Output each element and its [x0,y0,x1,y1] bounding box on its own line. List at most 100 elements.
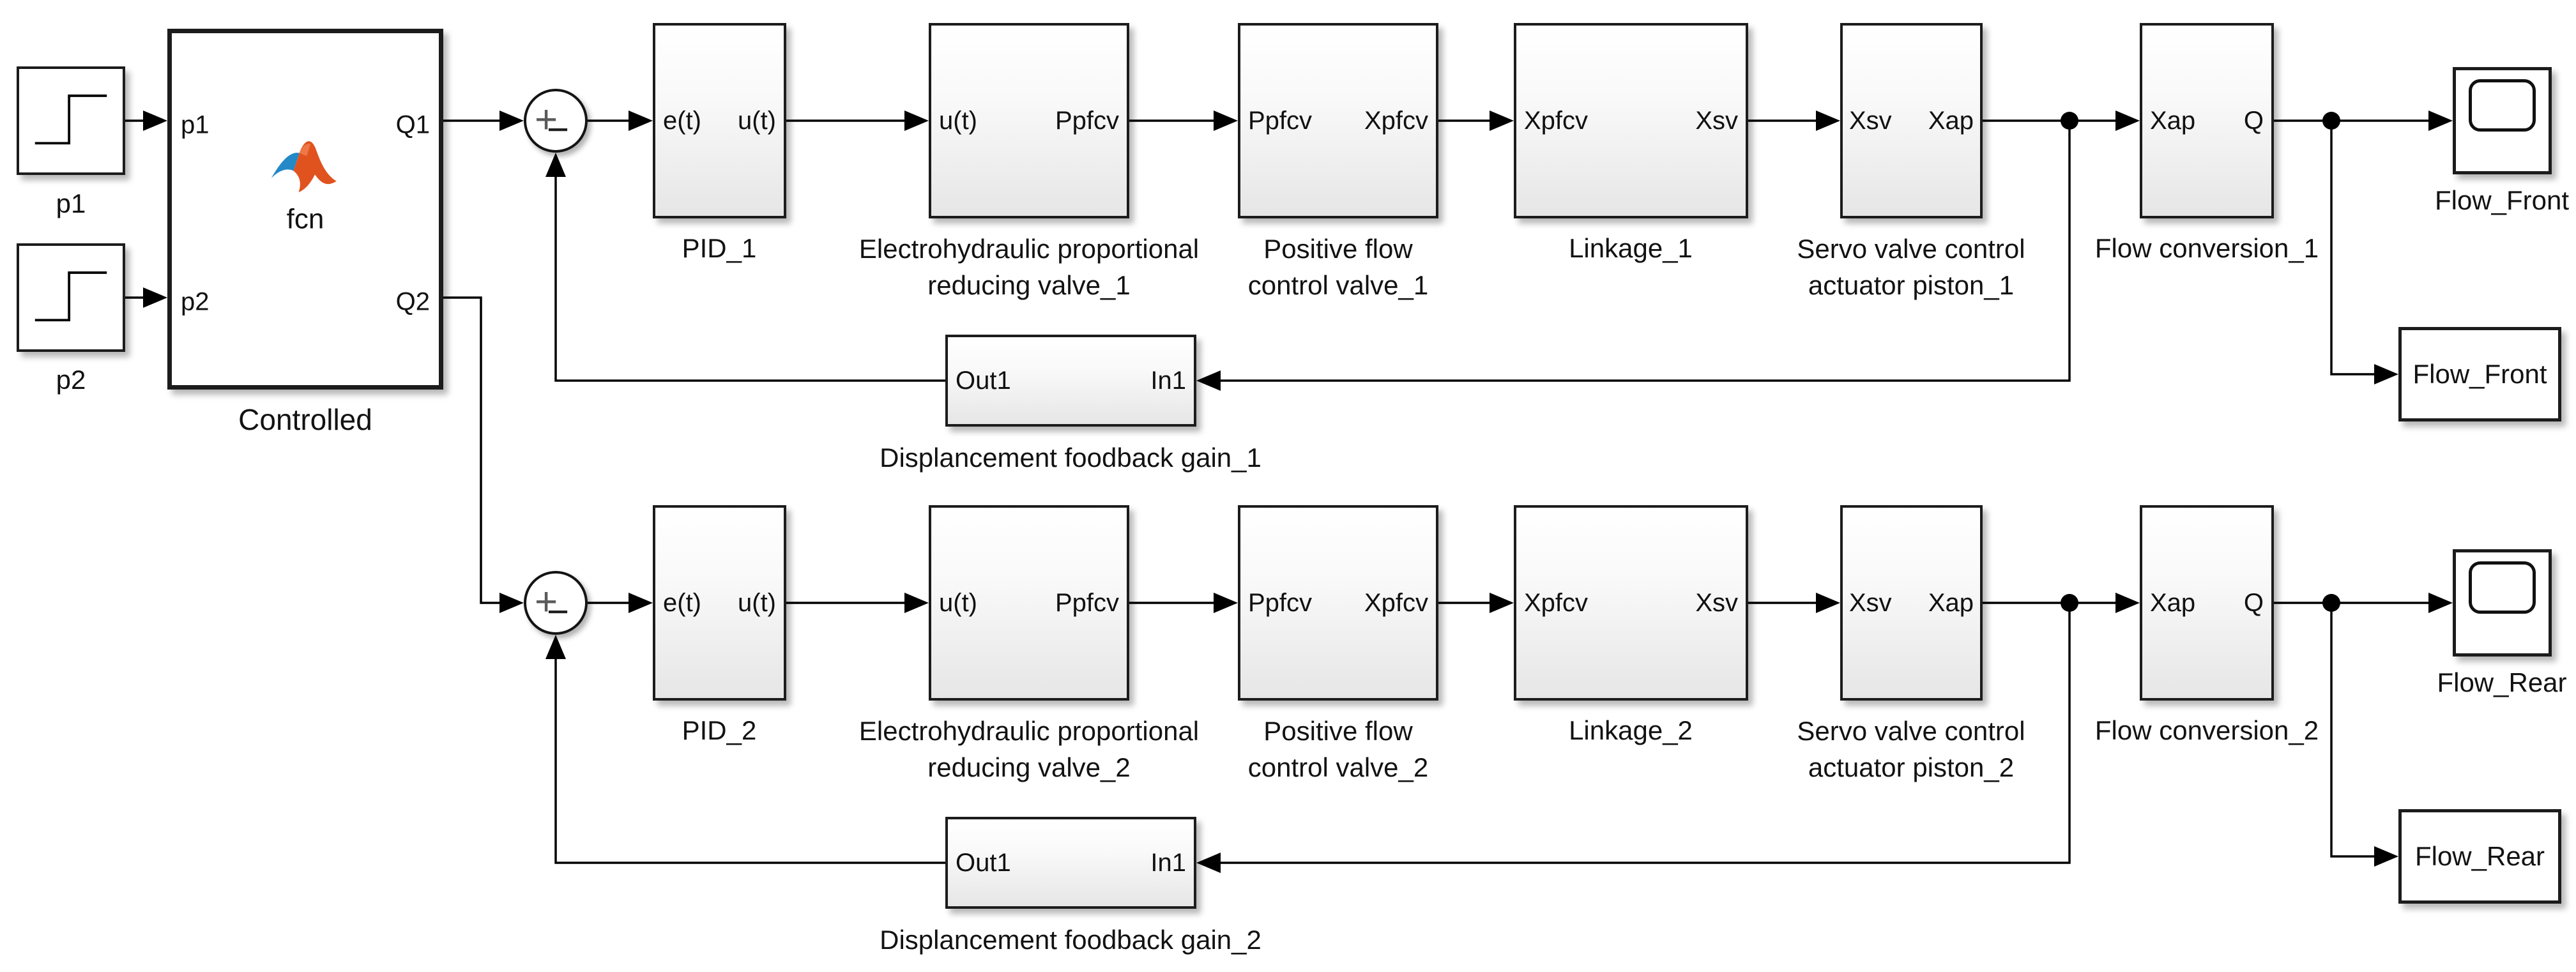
port-label-in: Ppfcv [1248,588,1313,617]
step-source-p1-block[interactable] [17,66,125,175]
scope-flow-front-block[interactable] [2453,67,2552,174]
subsystem-feedback-gain-2[interactable]: Out1 In1 [945,817,1196,909]
block-label-servo-1[interactable]: Servo valve control actuator piston_1 [1719,231,2103,303]
subsystem-servo-2[interactable]: Xsv Xap [1840,505,1983,701]
block-label-servo-2[interactable]: Servo valve control actuator piston_2 [1719,713,2103,786]
wire-p1-to-controlled[interactable] [125,110,167,131]
sum-plus-sign: + [535,98,558,142]
port-label-in: In1 [1150,848,1186,877]
block-label-flow-valve-2[interactable]: Positive flow control valve_2 [1178,713,1498,786]
block-label-linkage-2[interactable]: Linkage_2 [1569,715,1693,745]
sum-junction-1[interactable]: + − [524,89,588,153]
block-label-flow-conversion-2[interactable]: Flow conversion_2 [2094,715,2319,745]
block-label-scope-flow-rear[interactable]: Flow_Rear [2437,667,2567,697]
port-label-out: Xsv [1695,106,1738,135]
block-label-flow-conversion-1[interactable]: Flow conversion_1 [2094,233,2319,263]
block-label-scope-flow-front[interactable]: Flow_Front [2434,185,2570,215]
block-label-pid-2[interactable]: PID_2 [682,715,757,745]
subsystem-flow-valve-1[interactable]: Ppfcv Xpfcv [1238,23,1438,218]
wire-linkage2-to-servo2[interactable] [1748,593,1840,613]
wire-gain2-to-sum2[interactable] [545,635,945,864]
sink-flow-rear-block[interactable]: Flow_Rear [2398,809,2561,904]
wire-q2-to-sum2[interactable] [443,296,524,613]
block-label-p2[interactable]: p2 [56,365,86,395]
port-label-out: Q1 [395,110,430,139]
port-label-out: Xsv [1695,588,1738,617]
wire-linkage1-to-servo1[interactable] [1748,110,1840,131]
port-label-out: Ppfcv [1055,106,1119,135]
port-label-in: u(t) [939,588,977,617]
wire-feedback-tap1-to-gain1[interactable] [1196,121,2071,391]
port-label-in: In1 [1150,366,1186,395]
port-label-in: e(t) [663,106,701,135]
wire-pid2-to-reducing-valve2[interactable] [786,593,929,613]
wire-feedback-tap2-to-gain2[interactable] [1196,603,2071,873]
port-label-out: Out1 [956,366,1011,395]
wire-gain1-to-sum1[interactable] [545,153,945,382]
scope-flow-rear-block[interactable] [2453,549,2552,657]
subsystem-linkage-1[interactable]: Xpfcv Xsv [1514,23,1748,218]
sum-plus-sign: + [535,580,558,625]
wire-reducing-valve2-to-flow-valve2[interactable] [1129,593,1238,613]
block-label-feedback-gain-1[interactable]: Displancement foodback gain_1 [880,443,1261,473]
subsystem-flow-conversion-2[interactable]: Xap Q [2140,505,2274,701]
subsystem-servo-1[interactable]: Xsv Xap [1840,23,1983,218]
subsystem-flow-conversion-1[interactable]: Xap Q [2140,23,2274,218]
wire-q1-to-sum1[interactable] [443,110,524,131]
block-label-p1[interactable]: p1 [56,188,86,218]
subsystem-pid-2[interactable]: e(t) u(t) [653,505,786,701]
wire-sum1-to-pid1[interactable] [588,110,653,131]
label-line: reducing valve_1 [927,270,1131,300]
sink-label: Flow_Front [2412,359,2547,389]
wire-flow-valve1-to-linkage1[interactable] [1438,110,1514,131]
port-label-out: Q [2243,106,2264,135]
port-label-out: Xap [1928,106,1974,135]
wire-q-branch1-to-sink1[interactable] [2330,121,2398,384]
block-label-feedback-gain-2[interactable]: Displancement foodback gain_2 [880,925,1261,955]
subsystem-feedback-gain-1[interactable]: Out1 In1 [945,335,1196,427]
label-line: Electrohydraulic proportional [858,234,1200,264]
subsystem-reducing-valve-1[interactable]: u(t) Ppfcv [929,23,1129,218]
port-label-in: Ppfcv [1248,106,1313,135]
label-line: Electrohydraulic proportional [858,716,1200,746]
wire-servo2-to-flow-conversion2[interactable] [1983,593,2140,613]
controlled-function-block[interactable]: p1 p2 Q1 Q2 fcn [167,29,443,390]
port-label-out: Out1 [956,848,1011,877]
wire-reducing-valve1-to-flow-valve1[interactable] [1129,110,1238,131]
port-label-in: u(t) [939,106,977,135]
subsystem-linkage-2[interactable]: Xpfcv Xsv [1514,505,1748,701]
port-label-out: Xap [1928,588,1974,617]
fcn-caption: fcn [286,203,324,235]
sum-minus-sign: − [546,590,570,633]
port-label-out: Ppfcv [1055,588,1119,617]
label-line: Positive flow [1263,234,1413,264]
label-line: control valve_1 [1247,270,1429,300]
wire-p2-to-controlled[interactable] [125,287,167,308]
block-label-linkage-1[interactable]: Linkage_1 [1569,233,1693,263]
block-label-reducing-valve-1[interactable]: Electrohydraulic proportional reducing v… [805,231,1253,303]
sum-junction-2[interactable]: + − [524,571,588,635]
wire-servo1-to-flow-conversion1[interactable] [1983,110,2140,131]
subsystem-pid-1[interactable]: e(t) u(t) [653,23,786,218]
sink-flow-front-block[interactable]: Flow_Front [2398,327,2561,421]
block-label-pid-1[interactable]: PID_1 [682,233,757,263]
matlab-membrane-icon [271,141,337,192]
subsystem-flow-valve-2[interactable]: Ppfcv Xpfcv [1238,505,1438,701]
wire-sum2-to-pid2[interactable] [588,593,653,613]
port-label-out: Q [2243,588,2264,617]
wire-q-branch2-to-sink2[interactable] [2330,603,2398,867]
wire-flow-conversion2-to-scope2[interactable] [2274,593,2453,613]
block-label-controlled[interactable]: Controlled [238,403,372,436]
wire-flow-conversion1-to-scope1[interactable] [2274,110,2453,131]
block-label-reducing-valve-2[interactable]: Electrohydraulic proportional reducing v… [805,713,1253,786]
step-source-p2-block[interactable] [17,243,125,352]
sink-label: Flow_Rear [2414,841,2545,871]
wire-pid1-to-reducing-valve1[interactable] [786,110,929,131]
wire-flow-valve2-to-linkage2[interactable] [1438,593,1514,613]
port-label-in: Xsv [1849,106,1892,135]
subsystem-reducing-valve-2[interactable]: u(t) Ppfcv [929,505,1129,701]
block-label-flow-valve-1[interactable]: Positive flow control valve_1 [1178,231,1498,303]
label-line: control valve_2 [1247,752,1429,782]
